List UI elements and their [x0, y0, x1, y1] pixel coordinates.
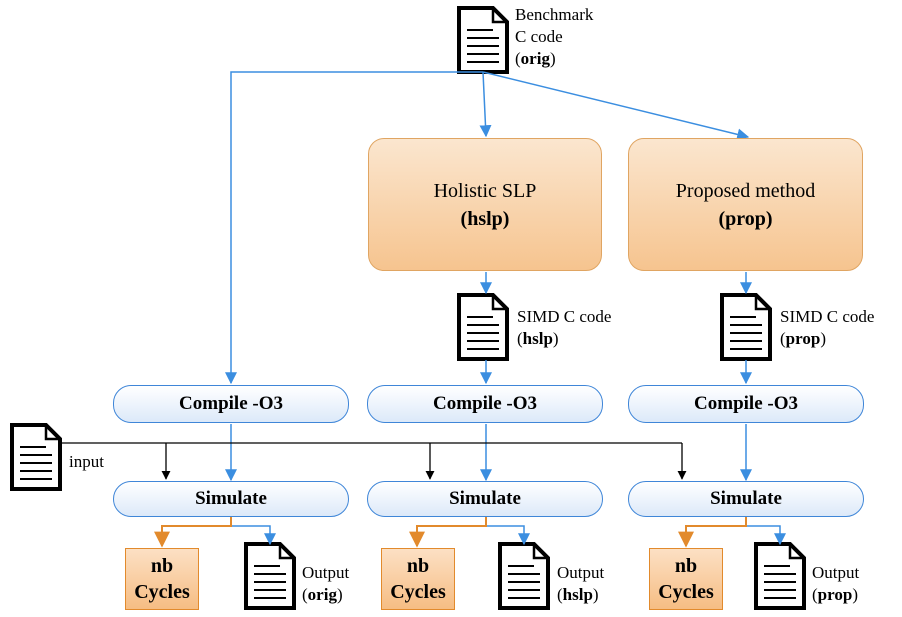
simulate-hslp-step: Simulate	[367, 481, 603, 517]
output-prop-doc-icon	[754, 542, 806, 610]
compile-hslp-step: Compile -O3	[367, 385, 603, 423]
simd-prop-doc-icon	[720, 293, 772, 361]
cycles-prop-box: nb Cycles	[649, 548, 723, 610]
output-prop-label: Output (prop)	[812, 563, 860, 604]
output-orig-doc-icon	[244, 542, 296, 610]
flow-sim-to-output-hslp	[485, 517, 530, 546]
prop-method-box: Proposed method (prop)	[628, 138, 863, 271]
flow-orig-to-prop	[482, 71, 750, 141]
flow-orig-to-hslp	[479, 71, 492, 138]
simd-hslp-doc-icon	[457, 293, 509, 361]
output-hslp-label: Output (hslp)	[557, 563, 605, 604]
compile-prop-step: Compile -O3	[628, 385, 864, 423]
compile-orig-step: Compile -O3	[113, 385, 349, 423]
flow-sim-to-output-prop	[745, 517, 786, 546]
input-label: input	[69, 452, 104, 471]
benchmark-doc-icon	[457, 6, 509, 74]
cycles-orig-box: nb Cycles	[125, 548, 199, 610]
flow-sim-to-cycles-prop	[678, 517, 747, 548]
simulate-prop-step: Simulate	[628, 481, 864, 517]
output-hslp-doc-icon	[498, 542, 550, 610]
flow-sim-to-cycles-orig	[154, 517, 232, 548]
simd-hslp-label: SIMD C code (hslp)	[517, 307, 612, 348]
cycles-hslp-box: nb Cycles	[381, 548, 455, 610]
input-doc-icon	[10, 423, 62, 491]
hslp-method-box: Holistic SLP (hslp)	[368, 138, 602, 271]
output-orig-label: Output (orig)	[302, 563, 350, 604]
simd-prop-label: SIMD C code (prop)	[780, 307, 875, 348]
simulate-orig-step: Simulate	[113, 481, 349, 517]
flow-sim-to-cycles-hslp	[409, 517, 487, 548]
flow-sim-to-output-orig	[230, 517, 276, 546]
benchmark-doc-label: Benchmark C code (orig)	[515, 5, 594, 68]
flow-orig-to-compile	[225, 71, 483, 385]
